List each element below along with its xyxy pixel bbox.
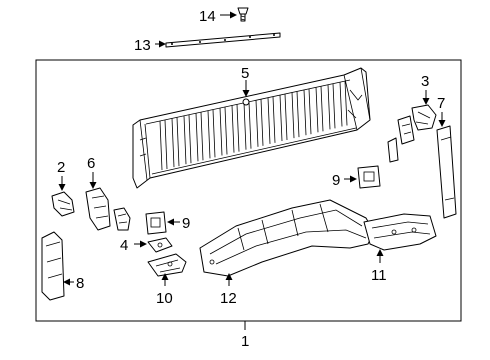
callout-9b: 9 — [332, 172, 340, 189]
panel-rib — [303, 88, 312, 136]
callout-4: 4 — [120, 237, 128, 254]
callout-12: 12 — [220, 290, 237, 307]
panel-rib — [207, 109, 216, 159]
panel-rib — [315, 86, 324, 133]
panel-rib — [291, 91, 300, 139]
panel-rib — [231, 104, 240, 153]
part-12-cross-sill[interactable] — [199, 199, 375, 277]
part-8-pillar[interactable] — [41, 231, 65, 301]
callout-5: 5 — [241, 65, 249, 82]
callout-3: 3 — [421, 73, 429, 90]
part-6-bracket[interactable] — [85, 187, 111, 231]
part-7-side-strip[interactable] — [436, 125, 457, 219]
part-9-pad-left[interactable] — [145, 211, 167, 235]
callout-10: 10 — [156, 290, 173, 307]
part-3-corner-bracket[interactable] — [387, 104, 437, 163]
part-11-floor-section[interactable] — [363, 213, 437, 251]
panel-rib — [219, 106, 228, 156]
panel-rib — [243, 101, 252, 150]
assembly-frame — [35, 59, 462, 322]
callout-2: 2 — [57, 159, 65, 176]
part-5-front-panel[interactable] — [132, 67, 371, 189]
callout-11: 11 — [371, 267, 387, 284]
panel-rib — [171, 117, 180, 168]
clip-small[interactable] — [113, 207, 131, 231]
part-9-pad-right[interactable] — [357, 165, 381, 189]
panel-rib — [327, 83, 336, 130]
callout-9a: 9 — [182, 215, 190, 232]
panel-rib — [183, 114, 192, 165]
panel-rib — [255, 99, 264, 147]
part-2-bracket[interactable] — [51, 191, 75, 217]
panel-rib — [339, 80, 348, 127]
part-4-clip[interactable] — [147, 237, 173, 253]
part-10-bracket[interactable] — [147, 253, 187, 277]
panel-rib — [279, 93, 288, 142]
callout-8: 8 — [76, 275, 84, 292]
callout-14: 14 — [199, 8, 216, 25]
panel-rib — [159, 119, 168, 171]
panel-rib — [267, 96, 276, 144]
callout-7: 7 — [437, 95, 445, 112]
callout-1: 1 — [241, 333, 249, 350]
panel-rib — [195, 112, 204, 162]
callout-13: 13 — [134, 37, 151, 54]
callout-6: 6 — [87, 155, 95, 172]
part-14-bolt[interactable] — [237, 7, 249, 22]
part-13-strip[interactable] — [165, 32, 281, 48]
